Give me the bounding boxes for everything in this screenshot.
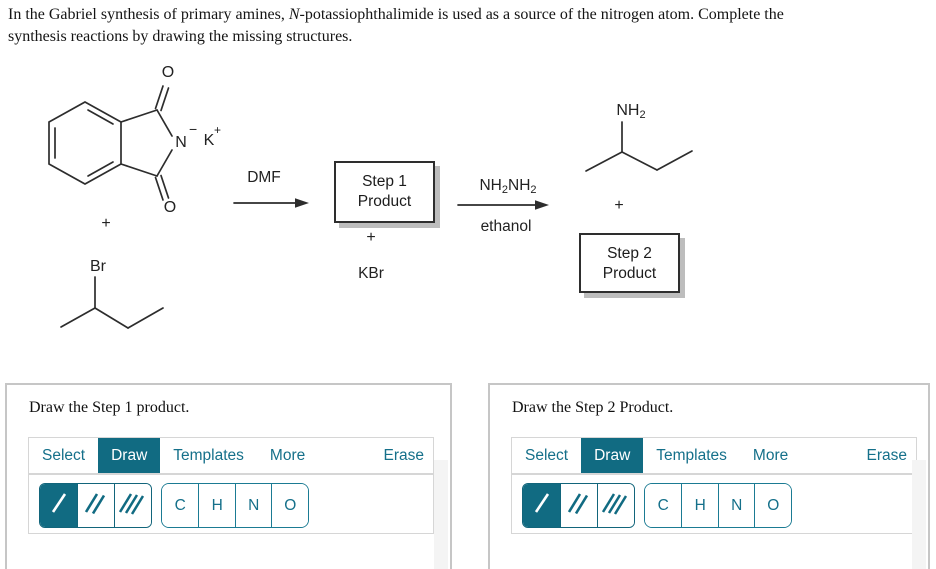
- atom-button-oxygen[interactable]: O: [271, 484, 308, 527]
- step-1-box-line2: Product: [357, 193, 412, 210]
- step-1-product-box: Step 1 Product: [334, 161, 435, 223]
- step-1-box-line1: Step 1: [362, 173, 407, 190]
- phthalimide-structure: [48, 85, 173, 201]
- tab-draw[interactable]: Draw: [98, 438, 161, 473]
- panel-1-title: Draw the Step 1 product.: [29, 399, 190, 416]
- panel-1-canvas-edge: [434, 460, 448, 569]
- bond-tool-group: [39, 483, 152, 528]
- atom-tool-group: C H N O: [161, 483, 309, 528]
- panel-1-tools-row: C H N O: [28, 474, 434, 534]
- italic-n: N: [288, 6, 300, 23]
- phthalimide-o-bottom: O: [163, 199, 177, 216]
- answer-panel-step2: Draw the Step 2 Product. Select Draw Tem…: [488, 383, 930, 569]
- byproduct-kbr: KBr: [358, 265, 384, 282]
- arrow-2-reagent-hydrazine: NH2NH2: [479, 177, 537, 196]
- arrow-2-solvent-ethanol: ethanol: [480, 218, 532, 235]
- single-bond-icon: [531, 489, 553, 522]
- atom-button-carbon[interactable]: C: [162, 484, 199, 527]
- plus-sign-3: +: [614, 197, 624, 214]
- reaction-scheme: [48, 85, 693, 329]
- phthalimide-o-top: O: [161, 64, 175, 81]
- panel-1-toolbar-tabs: Select Draw Templates More Erase: [28, 437, 434, 474]
- triple-bond-button[interactable]: [114, 484, 151, 527]
- triple-bond-button[interactable]: [597, 484, 634, 527]
- erase-button[interactable]: Erase: [866, 446, 908, 464]
- panel-2-canvas-edge: [912, 460, 926, 569]
- amine-structure: [585, 121, 693, 172]
- tab-select[interactable]: Select: [525, 446, 569, 464]
- panel-2-toolbar-tabs: Select Draw Templates More Erase: [511, 437, 917, 474]
- triple-bond-icon: [118, 489, 148, 522]
- atom-button-oxygen[interactable]: O: [754, 484, 791, 527]
- problem-statement-line2: synthesis reactions by drawing the missi…: [8, 28, 353, 45]
- single-bond-button[interactable]: [40, 484, 77, 527]
- potassium-plus-charge: +: [214, 123, 222, 137]
- answer-panel-step1: Draw the Step 1 product. Select Draw Tem…: [5, 383, 452, 569]
- panel-2-tools-row: C H N O: [511, 474, 917, 534]
- plus-sign-1: +: [101, 215, 111, 232]
- single-bond-icon: [48, 489, 70, 522]
- atom-tool-group: C H N O: [644, 483, 792, 528]
- panel-2-title: Draw the Step 2 Product.: [512, 399, 674, 416]
- plus-sign-2: +: [366, 229, 376, 246]
- arrow-1-head: [295, 198, 309, 208]
- double-bond-button[interactable]: [560, 484, 597, 527]
- tab-more[interactable]: More: [752, 446, 789, 464]
- phthalimide-n: N: [175, 134, 187, 151]
- atom-button-hydrogen[interactable]: H: [198, 484, 235, 527]
- tab-draw[interactable]: Draw: [581, 438, 644, 473]
- triple-bond-icon: [601, 489, 631, 522]
- bromine-label: Br: [90, 258, 106, 275]
- potassium-label: K: [203, 132, 215, 149]
- atom-button-nitrogen[interactable]: N: [717, 484, 755, 527]
- single-bond-button[interactable]: [523, 484, 560, 527]
- atom-button-carbon[interactable]: C: [645, 484, 682, 527]
- erase-button[interactable]: Erase: [383, 446, 425, 464]
- double-bond-button[interactable]: [77, 484, 114, 527]
- atom-button-hydrogen[interactable]: H: [681, 484, 718, 527]
- problem-statement: In the Gabriel synthesis of primary amin…: [8, 4, 784, 48]
- nitrogen-minus-charge: −: [189, 121, 198, 137]
- arrow-1-reagent-dmf: DMF: [247, 169, 281, 186]
- arrow-2-head: [535, 200, 549, 210]
- step-2-box-line1: Step 2: [607, 245, 652, 262]
- step-2-box-line2: Product: [602, 265, 657, 282]
- alkyl-bromide-structure: [60, 276, 164, 329]
- tab-select[interactable]: Select: [42, 446, 86, 464]
- step-2-product-box: Step 2 Product: [579, 233, 680, 293]
- tab-templates[interactable]: Templates: [656, 446, 727, 464]
- tab-more[interactable]: More: [269, 446, 306, 464]
- double-bond-icon: [83, 489, 109, 522]
- tab-templates[interactable]: Templates: [173, 446, 244, 464]
- atom-button-nitrogen[interactable]: N: [234, 484, 272, 527]
- bond-tool-group: [522, 483, 635, 528]
- amine-nh2-label: NH2: [616, 102, 646, 121]
- double-bond-icon: [566, 489, 592, 522]
- problem-statement-line1: In the Gabriel synthesis of primary amin…: [8, 6, 784, 23]
